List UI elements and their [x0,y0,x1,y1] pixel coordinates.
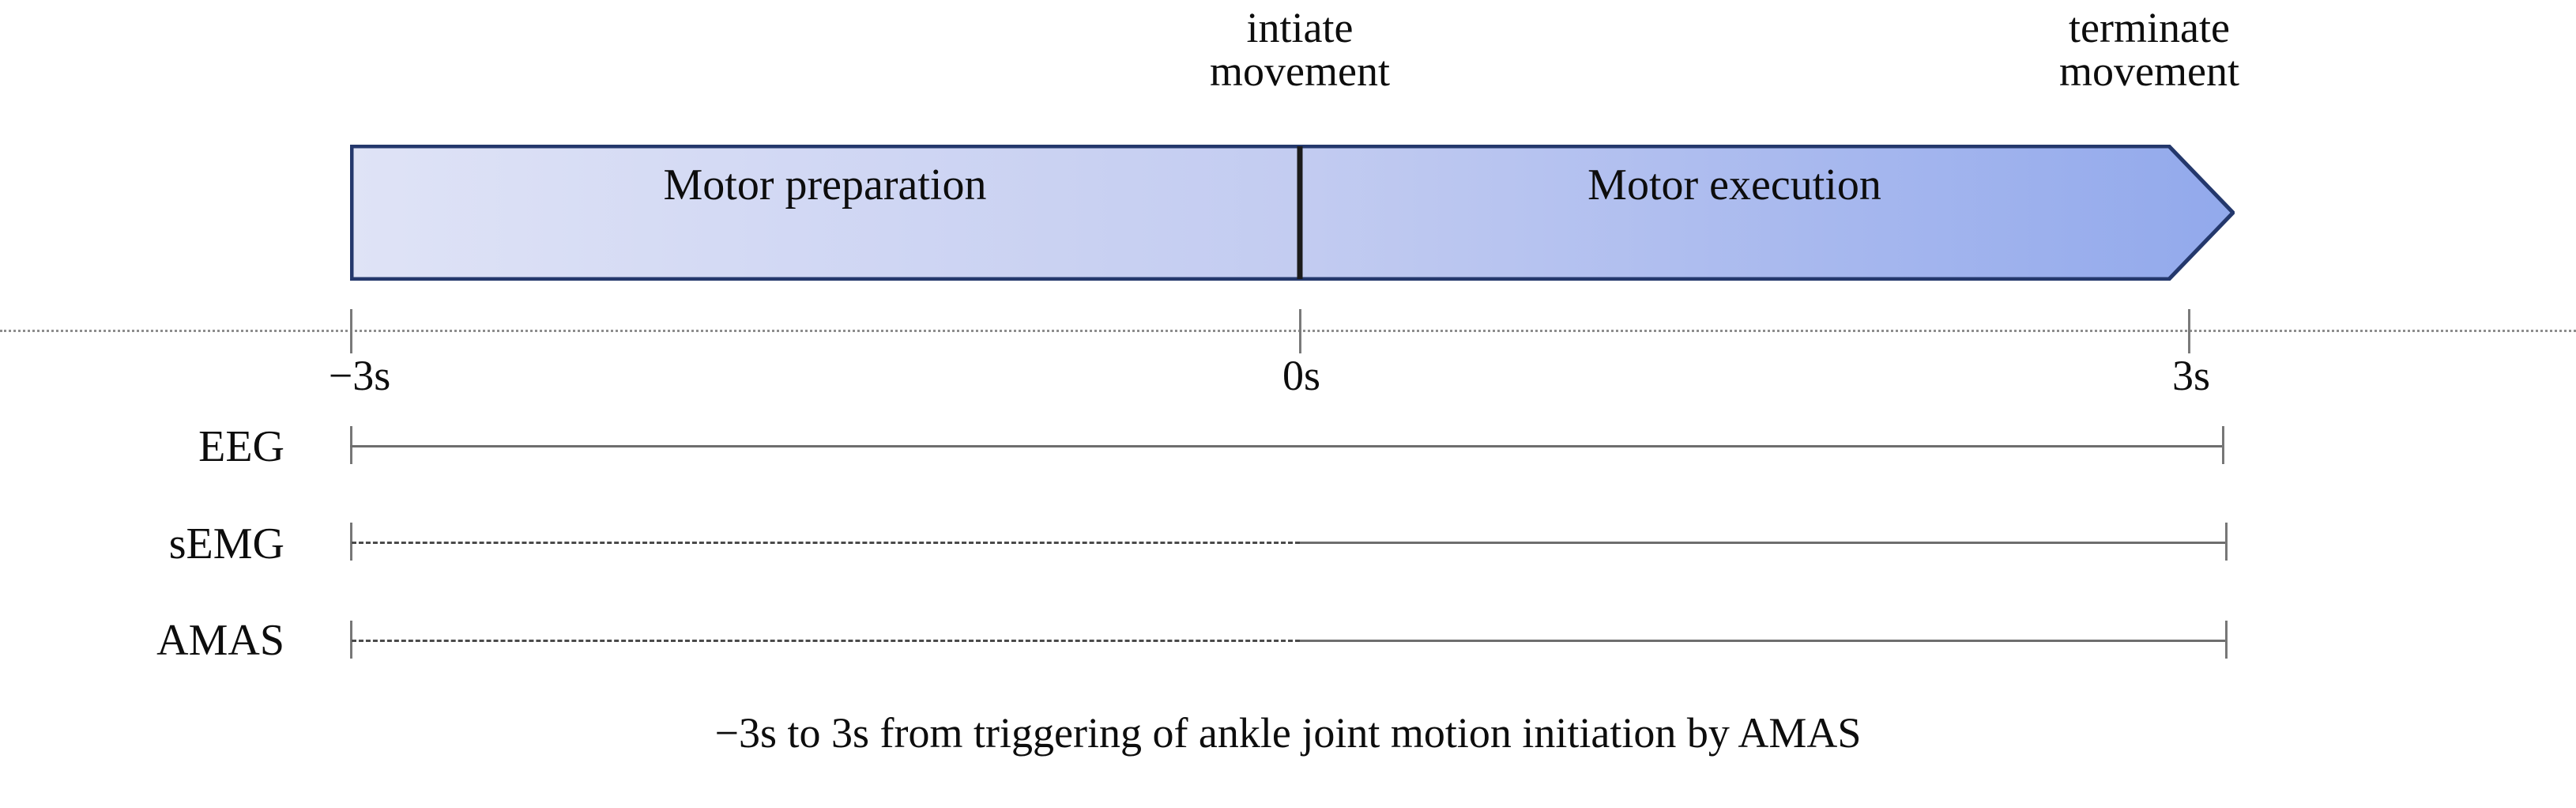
track-segment-amas-dashed [352,640,1300,642]
axis-label-plus3s: 3s [2171,352,2210,399]
callout-initiate-line2: movement [1210,47,1390,96]
callout-initiate-movement: intiate movement [1118,6,1482,93]
callout-initiate-line1: intiate [1246,4,1354,51]
axis-label-0s: 0s [1282,352,1320,399]
track-segment-semg-dashed [352,542,1300,544]
callout-terminate-line1: terminate [2069,4,2230,51]
phase-arrow-bar [350,145,2235,281]
track-cap-left-amas [350,621,352,659]
axis-tick-minus3s [350,309,352,353]
axis-guide-line [0,330,2576,332]
track-segment-semg-solid [1300,542,2226,544]
track-segment-eeg-solid [350,445,2223,447]
arrow-shape [350,145,2235,281]
axis-label-minus3s: −3s [328,352,391,399]
phase-label-motor-preparation: Motor preparation [663,160,987,210]
diagram-caption: −3s to 3s from triggering of ankle joint… [714,709,1862,757]
track-segment-amas-solid [1300,640,2226,642]
callout-terminate-movement: terminate movement [1968,6,2331,93]
axis-tick-plus3s [2188,309,2190,353]
phase-label-motor-execution: Motor execution [1587,160,1881,210]
row-label-semg: sEMG [168,519,284,568]
track-cap-right-amas [2225,621,2228,659]
track-cap-left-semg [350,523,352,561]
row-label-eeg: EEG [198,422,284,471]
callout-terminate-line2: movement [2059,47,2239,96]
row-label-amas: AMAS [156,616,284,665]
axis-tick-0s [1299,309,1301,353]
track-cap-right-semg [2225,523,2228,561]
track-cap-right-eeg [2222,426,2224,464]
